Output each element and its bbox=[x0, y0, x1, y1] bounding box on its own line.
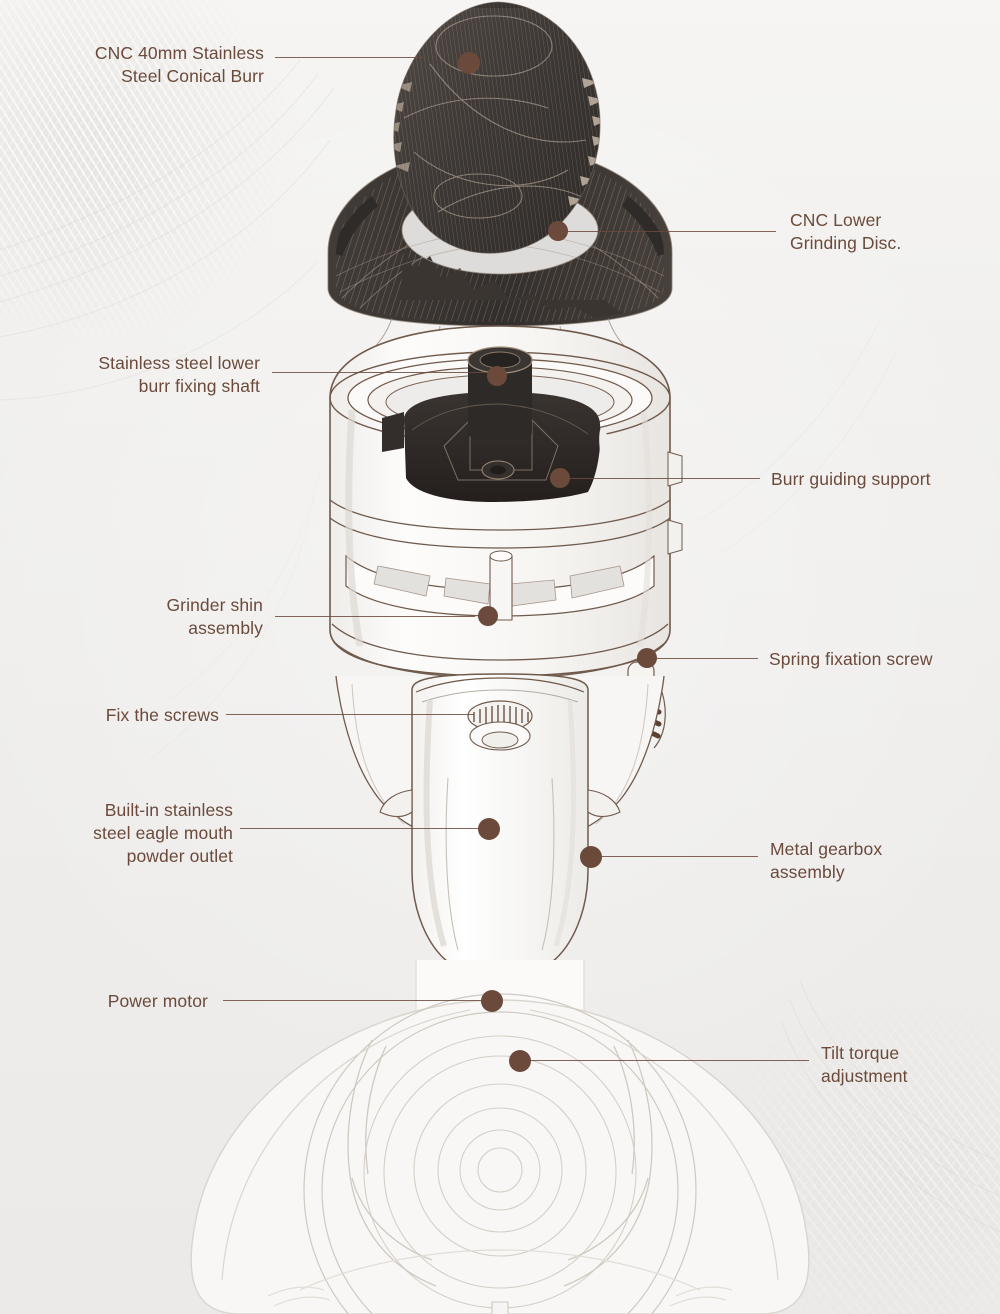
callout-label-grinder-shin-assembly: Grinder shin assembly bbox=[166, 595, 263, 639]
callout-leader-power-motor bbox=[223, 1000, 481, 1001]
callout-leader-grinder-shin-assembly bbox=[275, 616, 475, 617]
background-mesh-texture-top-left bbox=[0, 0, 380, 400]
callout-label-cnc-conical-burr: CNC 40mm Stainless Steel Conical Burr bbox=[94, 43, 264, 87]
callout-leader-tilt-torque-adjustment bbox=[527, 1060, 809, 1061]
callout-leader-built-in-powder-outlet bbox=[240, 828, 478, 829]
callout-label-spring-fixation-screw: Spring fixation screw bbox=[769, 649, 933, 669]
callout-leader-spring-fixation-screw bbox=[655, 658, 758, 659]
callout-dot-cnc-conical-burr bbox=[458, 52, 480, 74]
callout-dot-tilt-torque-adjustment bbox=[509, 1050, 531, 1072]
callout-dot-grinder-shin-assembly bbox=[478, 606, 498, 626]
callout-dot-power-motor bbox=[481, 990, 503, 1012]
callout-label-stainless-steel-lower-burr-fixing-shaft: Stainless steel lower burr fixing shaft bbox=[98, 353, 260, 397]
callout-dot-cnc-lower-grinding-disc bbox=[548, 221, 568, 241]
callout-label-cnc-lower-grinding-disc: CNC Lower Grinding Disc. bbox=[790, 210, 902, 254]
callout-label-metal-gearbox-assembly: Metal gearbox assembly bbox=[770, 839, 883, 883]
callout-leader-metal-gearbox-assembly bbox=[598, 856, 758, 857]
callout-dot-built-in-powder-outlet bbox=[478, 818, 500, 840]
callout-label-built-in-powder-outlet: Built-in stainless steel eagle mouth pow… bbox=[93, 800, 233, 867]
callout-label-burr-guiding-support: Burr guiding support bbox=[771, 469, 931, 489]
callout-dot-burr-guiding-support bbox=[550, 468, 570, 488]
callout-dot-spring-fixation-screw bbox=[637, 648, 657, 668]
callout-label-power-motor: Power motor bbox=[107, 991, 208, 1011]
callout-leader-burr-guiding-support bbox=[568, 478, 760, 479]
callout-leader-fix-the-screws bbox=[226, 714, 474, 715]
callout-leader-cnc-lower-grinding-disc bbox=[566, 231, 776, 232]
callout-leader-cnc-conical-burr bbox=[275, 57, 425, 58]
upper-housing-group bbox=[329, 325, 683, 679]
callout-label-fix-the-screws: Fix the screws bbox=[105, 705, 219, 725]
callout-label-tilt-torque-adjustment: Tilt torque adjustment bbox=[821, 1043, 908, 1087]
base-housing-group bbox=[190, 993, 810, 1314]
conical-burr-group bbox=[327, 1, 673, 327]
callout-dot-metal-gearbox-assembly bbox=[580, 846, 602, 868]
callout-dot-stainless-steel-lower-burr-fixing-shaft bbox=[487, 366, 507, 386]
callout-leader-stainless-steel-lower-burr-fixing-shaft bbox=[272, 372, 487, 373]
gearbox-assembly-group bbox=[335, 673, 665, 997]
